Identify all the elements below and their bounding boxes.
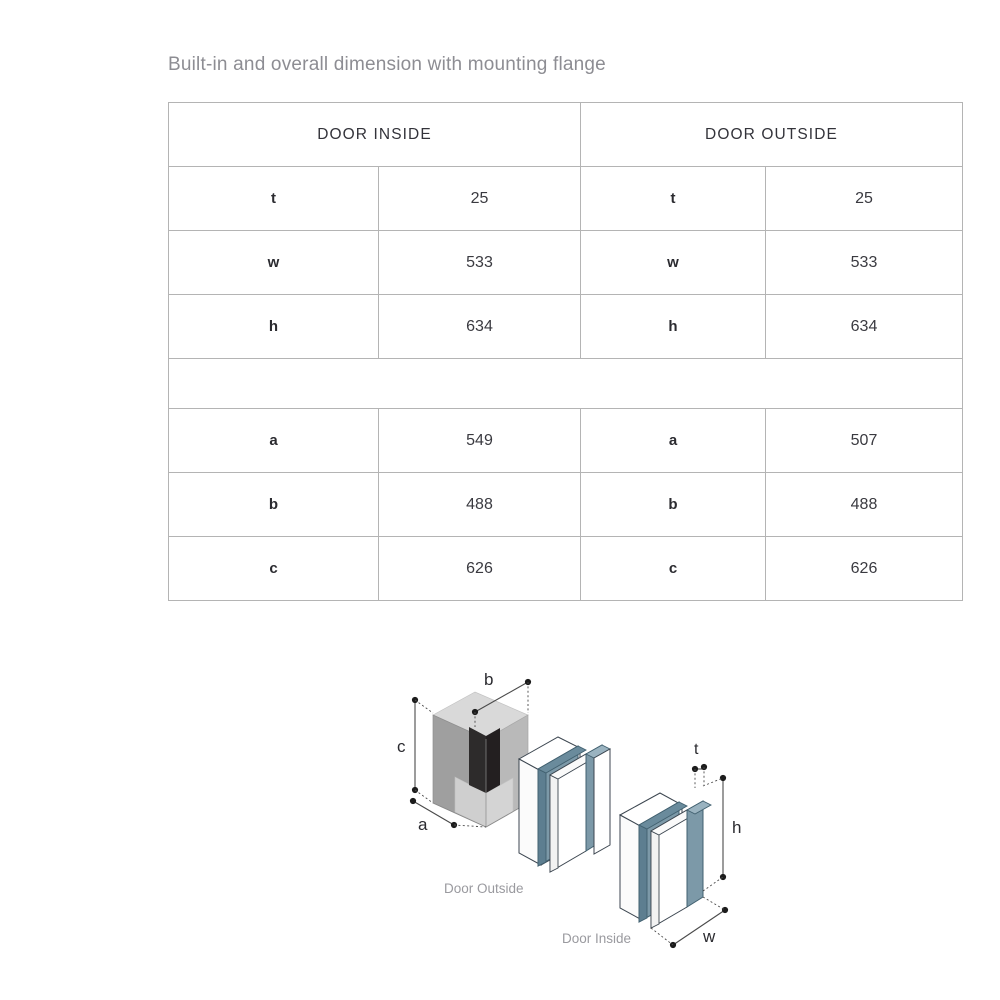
cell-outside-label: w (580, 230, 766, 295)
cell-inside-value: 634 (378, 294, 581, 359)
door-outside-illustration (517, 736, 611, 873)
table-row: c 626 c 626 (168, 536, 963, 601)
table-header-row: DOOR INSIDE DOOR OUTSIDE (168, 102, 963, 167)
table-row: b 488 b 488 (168, 472, 963, 537)
table-row: w 533 w 533 (168, 230, 963, 295)
cell-outside-value: 507 (765, 408, 963, 473)
dimension-label-h: h (732, 818, 741, 837)
table-row: h 634 h 634 (168, 294, 963, 359)
cell-inside-label: h (168, 294, 379, 359)
cell-outside-label: b (580, 472, 766, 537)
cell-inside-value: 25 (378, 166, 581, 231)
cell-inside-label: c (168, 536, 379, 601)
dimension-table-container: DOOR INSIDE DOOR OUTSIDE t 25 t 25 w 533… (168, 102, 963, 601)
cell-outside-label: h (580, 294, 766, 359)
door-inside-illustration (618, 792, 712, 929)
dimension-h: h (702, 774, 741, 892)
cell-inside-value: 626 (378, 536, 581, 601)
caption-door-inside: Door Inside (562, 931, 631, 946)
cell-inside-value: 488 (378, 472, 581, 537)
cell-outside-label: t (580, 166, 766, 231)
cell-inside-label: w (168, 230, 379, 295)
cabinet-cavity-illustration (432, 691, 529, 828)
dimension-a: a (409, 797, 487, 834)
page-title: Built-in and overall dimension with moun… (168, 54, 606, 75)
cell-inside-label: a (168, 408, 379, 473)
dimension-table: DOOR INSIDE DOOR OUTSIDE t 25 t 25 w 533… (168, 102, 963, 601)
cell-outside-value: 626 (765, 536, 963, 601)
cell-inside-value: 533 (378, 230, 581, 295)
cell-outside-label: c (580, 536, 766, 601)
dimension-c: c (397, 696, 434, 804)
spacer-cell (168, 358, 963, 409)
table-spacer-row (168, 358, 963, 409)
caption-door-outside: Door Outside (444, 881, 524, 896)
dimension-label-a: a (418, 815, 428, 834)
cell-outside-value: 25 (765, 166, 963, 231)
exploded-dimension-diagram: b c a Door Outside (380, 655, 780, 965)
table-row: t 25 t 25 (168, 166, 963, 231)
cell-inside-label: t (168, 166, 379, 231)
header-door-inside: DOOR INSIDE (168, 102, 581, 167)
header-door-outside: DOOR OUTSIDE (580, 102, 963, 167)
cell-outside-value: 634 (765, 294, 963, 359)
cell-inside-label: b (168, 472, 379, 537)
cell-outside-value: 488 (765, 472, 963, 537)
dimension-w: w (650, 896, 729, 949)
dimension-label-w: w (702, 927, 716, 946)
dimension-t: t (691, 741, 708, 788)
cell-outside-label: a (580, 408, 766, 473)
dimension-label-b: b (484, 670, 493, 689)
dimension-b: b (471, 670, 532, 727)
cell-inside-value: 549 (378, 408, 581, 473)
dimension-label-t: t (694, 741, 699, 758)
table-row: a 549 a 507 (168, 408, 963, 473)
dimension-label-c: c (397, 737, 406, 756)
cell-outside-value: 533 (765, 230, 963, 295)
